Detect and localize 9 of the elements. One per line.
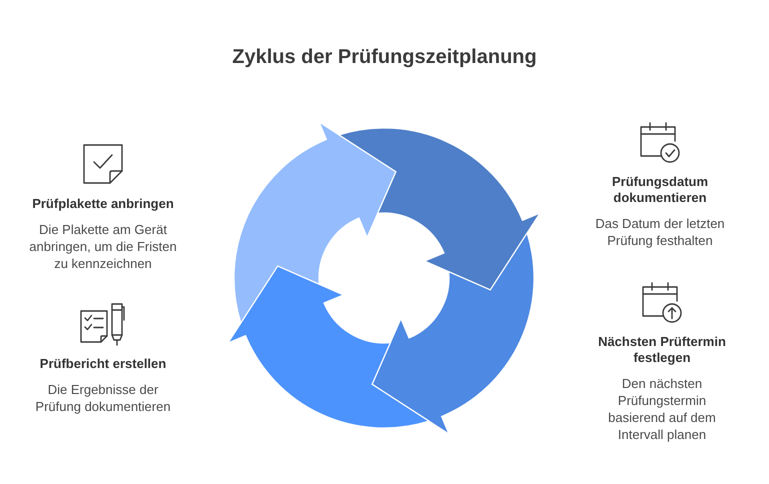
step-description: Das Datum der letzten Prüfung festhalten: [594, 215, 726, 249]
step-title: Nächsten Prüftermin festlegen: [597, 334, 727, 366]
step-title: Prüfungsdatum dokumentieren: [610, 174, 710, 206]
step-title: Prüfbericht erstellen: [40, 356, 166, 372]
step-description: Die Plakette am Gerät anbringen, um die Fristen zu kennzeichnen: [28, 221, 178, 272]
step-title: Prüfplakette anbringen: [32, 196, 174, 212]
step-description: Den nächsten Prüfungstermin basierend auf dem Intervall planen: [607, 375, 717, 443]
diagram-title: Zyklus der Prüfungszeitplanung: [232, 45, 537, 70]
step-description: Die Ergebnisse der Prüfung dokumentieren: [34, 381, 172, 415]
